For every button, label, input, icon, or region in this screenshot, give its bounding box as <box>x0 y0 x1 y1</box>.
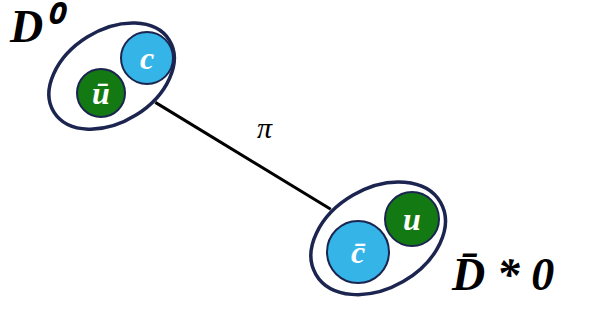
exchange-line <box>155 102 330 209</box>
meson-name: D̄ * 0 <box>452 250 554 301</box>
meson-ellipse: D⁰ūc <box>46 20 177 132</box>
quark-symbol: u <box>403 203 421 235</box>
quark-circle: c <box>120 31 174 85</box>
meson-ellipse: D̄ * 0c̄u <box>308 179 448 298</box>
quark-circle: u <box>384 191 440 247</box>
meson-name: D⁰ <box>10 2 59 53</box>
ellipse-outline <box>291 159 466 318</box>
quark-circle: c̄ <box>326 220 390 284</box>
quark-symbol: c̄ <box>351 236 365 268</box>
quark-symbol: c <box>140 42 154 74</box>
quark-symbol: ū <box>92 77 110 109</box>
quark-circle: ū <box>76 68 126 118</box>
edge-label: π <box>254 112 275 144</box>
